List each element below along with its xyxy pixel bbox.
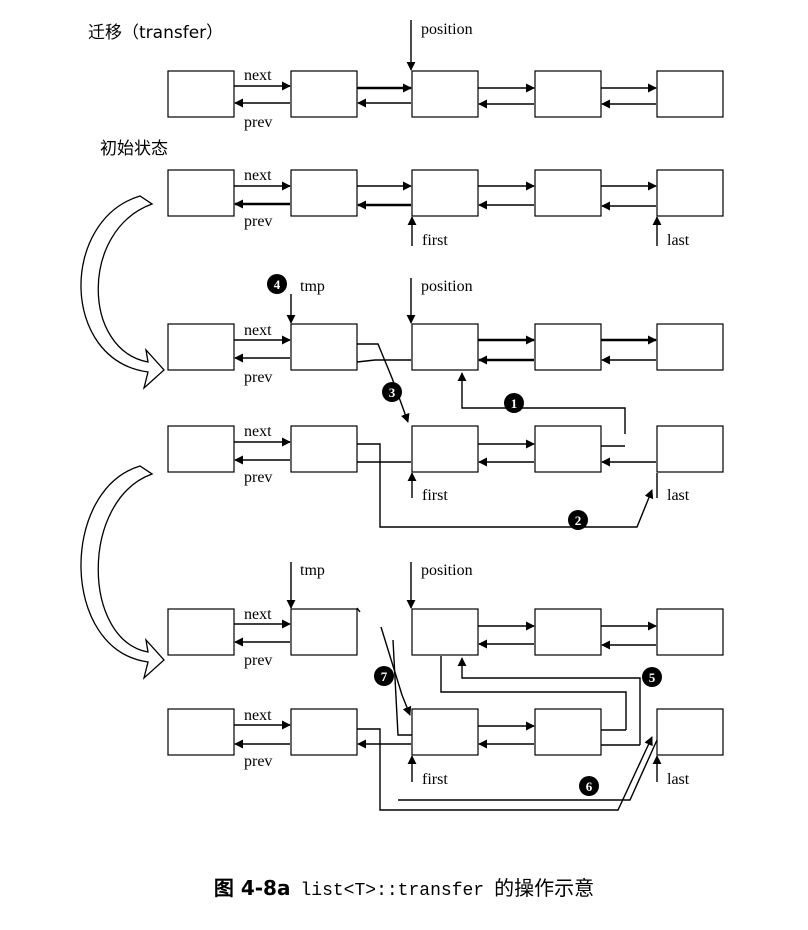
prev-label: prev	[244, 469, 272, 486]
curved-flow-arrow	[80, 465, 165, 680]
caption-code: list<T>::transfer	[300, 881, 485, 901]
node	[167, 169, 235, 217]
node	[411, 169, 479, 217]
row-5	[167, 608, 724, 656]
node	[656, 608, 724, 656]
svg-text:5: 5	[649, 670, 656, 685]
tmp-label: tmp	[300, 562, 325, 579]
row-2	[167, 169, 724, 217]
node	[411, 708, 479, 756]
figure-caption: 图 4-8a list<T>::transfer 的操作示意	[0, 872, 808, 901]
node	[411, 608, 479, 656]
last-label: last	[667, 487, 690, 504]
node	[656, 323, 724, 371]
node	[290, 323, 358, 371]
prev-label: prev	[244, 213, 272, 230]
first-label: first	[422, 232, 448, 249]
node	[534, 169, 602, 217]
next-label: next	[244, 423, 272, 440]
step-badge-5: 5	[642, 667, 662, 687]
row-5-links	[234, 562, 657, 745]
curved-flow-arrow	[80, 195, 165, 390]
next-label: next	[244, 606, 272, 623]
svg-text:6: 6	[586, 779, 593, 794]
node	[411, 425, 479, 473]
last-label: last	[667, 771, 690, 788]
position-label: position	[421, 278, 473, 295]
next-label: next	[244, 67, 272, 84]
node	[290, 70, 358, 118]
step-badge-3: 3	[382, 382, 402, 402]
node	[167, 70, 235, 118]
row-4-links	[234, 437, 658, 528]
step-badge-6: 6	[579, 776, 599, 796]
node	[656, 169, 724, 217]
row-6-links	[234, 720, 662, 811]
prev-label: prev	[244, 369, 272, 386]
node	[411, 70, 479, 118]
tmp-label: tmp	[300, 278, 325, 295]
row-3-links	[234, 278, 657, 434]
figure-number: 图 4-8a	[213, 876, 291, 900]
node	[534, 708, 602, 756]
title-initial-state: 初始状态	[100, 139, 168, 159]
node	[534, 323, 602, 371]
node	[290, 169, 358, 217]
position-label: position	[421, 21, 473, 38]
next-label: next	[244, 322, 272, 339]
node	[411, 323, 479, 371]
svg-text:7: 7	[381, 669, 388, 684]
first-label: first	[422, 487, 448, 504]
node	[167, 708, 235, 756]
node	[167, 425, 235, 473]
svg-text:2: 2	[575, 513, 582, 528]
next-label: next	[244, 167, 272, 184]
node	[534, 425, 602, 473]
caption-description: 的操作示意	[494, 876, 595, 900]
node	[656, 708, 724, 756]
prev-label: prev	[244, 114, 272, 131]
node	[534, 608, 602, 656]
next-label: next	[244, 707, 272, 724]
svg-text:1: 1	[511, 396, 518, 411]
row-6	[167, 708, 724, 756]
row-1	[167, 70, 724, 118]
first-label: first	[422, 771, 448, 788]
node	[656, 70, 724, 118]
node	[167, 323, 235, 371]
prev-label: prev	[244, 753, 272, 770]
last-label: last	[667, 232, 690, 249]
title-transfer: 迁移（transfer）	[88, 23, 223, 43]
node	[290, 425, 358, 473]
svg-text:3: 3	[389, 385, 396, 400]
step-badge-2: 2	[568, 510, 588, 530]
row-1-links	[234, 20, 657, 109]
prev-label: prev	[244, 652, 272, 669]
node	[290, 608, 358, 656]
node	[167, 608, 235, 656]
svg-text:4: 4	[274, 277, 281, 292]
node	[534, 70, 602, 118]
row-2-links	[234, 181, 662, 246]
row-3	[167, 323, 724, 371]
row-4	[167, 425, 724, 473]
node	[290, 708, 358, 756]
step-badge-7: 7	[374, 666, 394, 686]
node	[656, 425, 724, 473]
step-badge-1: 1	[504, 393, 524, 413]
position-label: position	[421, 562, 473, 579]
step-badge-4: 4	[267, 274, 287, 294]
